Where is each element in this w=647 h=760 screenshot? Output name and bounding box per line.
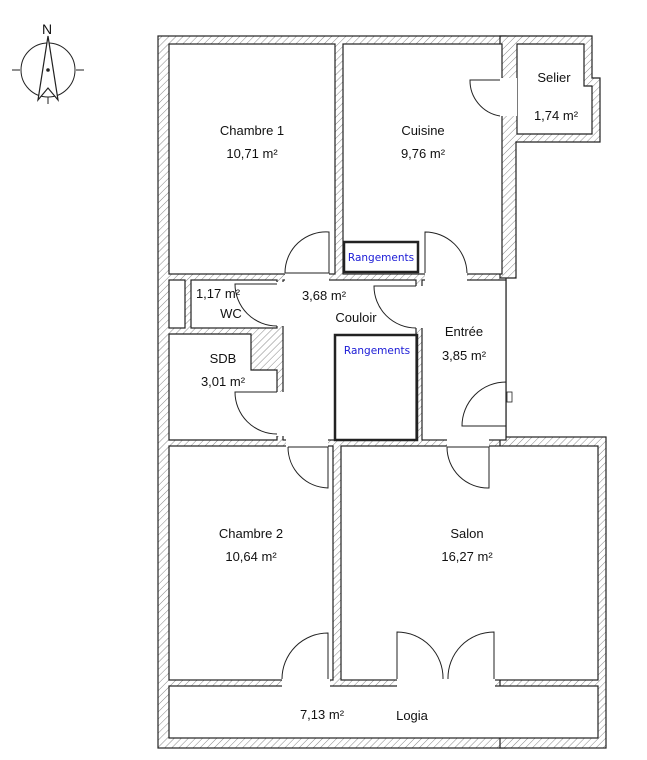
room-sdb bbox=[168, 333, 278, 441]
room-couloir bbox=[282, 279, 417, 441]
compass-center bbox=[46, 68, 50, 72]
label-chambre-1-area: 10,71 m² bbox=[226, 146, 278, 161]
label-entree-area: 3,85 m² bbox=[442, 348, 487, 363]
label-storage-bottom: Rangements bbox=[344, 345, 410, 357]
door-couloir-icon bbox=[373, 285, 417, 329]
label-wc-area: 1,17 m² bbox=[196, 286, 241, 301]
label-chambre-1-name: Chambre 1 bbox=[220, 123, 284, 138]
compass-needle-icon bbox=[37, 35, 59, 103]
label-entree-name: Entrée bbox=[445, 324, 483, 339]
door-gap-wc bbox=[276, 282, 284, 326]
door-gap-couloir-storage bbox=[415, 286, 423, 328]
compass: N bbox=[12, 21, 84, 104]
door-gap-selier bbox=[501, 78, 517, 116]
room-selier bbox=[516, 43, 593, 135]
label-storage-top: Rangements bbox=[348, 252, 414, 264]
door-gap-chambre2-logia bbox=[282, 679, 330, 687]
label-chambre-2-area: 10,64 m² bbox=[225, 549, 277, 564]
label-selier-area: 1,74 m² bbox=[534, 108, 579, 123]
label-salon-name: Salon bbox=[450, 526, 483, 541]
door-gap-salon-logia bbox=[397, 679, 495, 687]
label-logia-area: 7,13 m² bbox=[300, 707, 345, 722]
window-entree bbox=[506, 391, 513, 403]
label-sdb-area: 3,01 m² bbox=[201, 374, 246, 389]
door-cuisine-icon bbox=[424, 231, 468, 274]
storage-top-unit bbox=[342, 240, 420, 274]
door-chambre1-icon bbox=[284, 231, 330, 274]
label-salon-area: 16,27 m² bbox=[441, 549, 493, 564]
label-couloir-name: Couloir bbox=[335, 310, 377, 325]
label-cuisine-name: Cuisine bbox=[401, 123, 444, 138]
door-salon-logia-right-icon bbox=[447, 631, 495, 680]
door-chambre2-icon bbox=[287, 446, 329, 489]
label-logia-name: Logia bbox=[396, 708, 429, 723]
storage-bottom-unit bbox=[333, 333, 419, 442]
door-gap-sdb bbox=[276, 392, 284, 436]
door-entree-icon bbox=[461, 381, 507, 427]
door-salon-icon bbox=[446, 446, 490, 489]
label-couloir-area: 3,68 m² bbox=[302, 288, 347, 303]
label-selier-name: Selier bbox=[537, 70, 571, 85]
room-wc bbox=[190, 279, 278, 329]
door-gap-salon bbox=[447, 439, 489, 447]
label-cuisine-area: 9,76 m² bbox=[401, 146, 446, 161]
room-wc-alcove bbox=[168, 279, 186, 329]
door-sdb-icon bbox=[234, 391, 278, 435]
door-gap-cuisine bbox=[425, 273, 467, 281]
door-wc-icon bbox=[234, 283, 278, 327]
door-gap-chambre1 bbox=[285, 273, 329, 281]
label-chambre-2-name: Chambre 2 bbox=[219, 526, 283, 541]
door-salon-logia-left-icon bbox=[396, 631, 444, 680]
room-chambre-2 bbox=[168, 445, 334, 681]
door-chambre2-logia-icon bbox=[281, 632, 329, 680]
label-sdb-name: SDB bbox=[210, 351, 237, 366]
room-cuisine bbox=[342, 43, 503, 275]
door-selier-icon bbox=[469, 79, 501, 117]
room-chambre-1 bbox=[168, 43, 336, 275]
label-wc-name: WC bbox=[220, 306, 242, 321]
compass-north-label: N bbox=[42, 21, 52, 37]
door-swings bbox=[234, 79, 507, 680]
room-logia bbox=[168, 685, 599, 739]
door-gap-chambre2 bbox=[286, 439, 328, 447]
room-salon bbox=[340, 445, 599, 681]
